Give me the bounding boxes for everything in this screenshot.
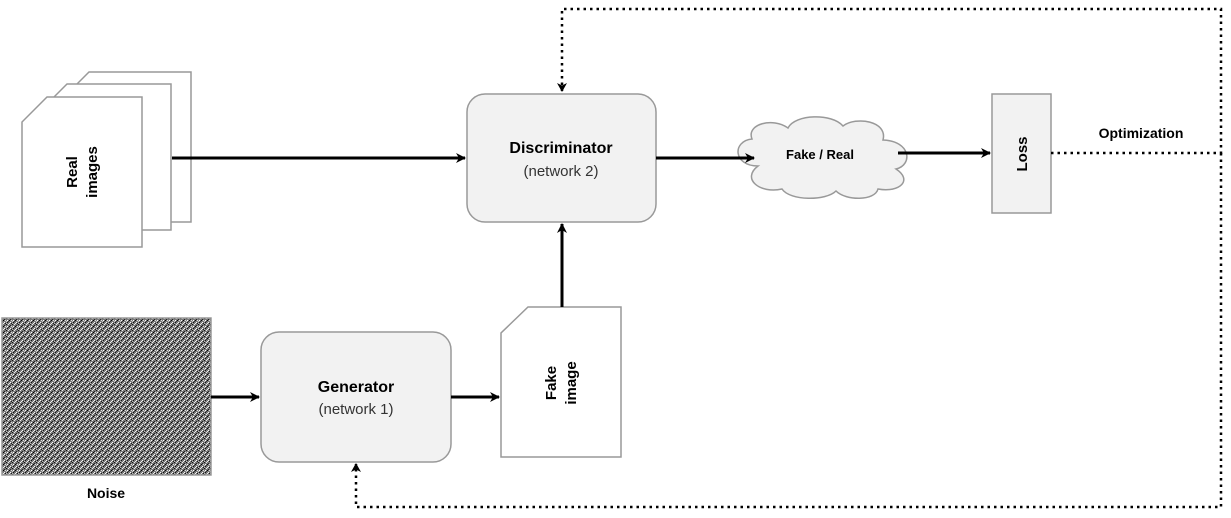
optimization-feedback-to-discriminator (557, 7, 1223, 155)
generator-box (260, 331, 452, 463)
discriminator-title: Discriminator (509, 140, 612, 157)
fake-image-label-line1: Fake (543, 366, 560, 400)
fake-image-label-line2: image (563, 361, 580, 404)
loss-label: Loss (1014, 136, 1031, 171)
fake-image-sheet (500, 306, 622, 458)
fake-real-label: Fake / Real (786, 147, 854, 162)
fake-real-cloud-shape (737, 116, 908, 199)
generator-node: Generator (network 1) (260, 331, 452, 463)
fake-real-cloud-node: Fake / Real (737, 116, 908, 199)
generator-subtitle: (network 1) (318, 401, 393, 418)
optimization-label: Optimization (1099, 125, 1184, 141)
discriminator-box (466, 93, 657, 223)
optimization-feedback-to-generator (351, 153, 1223, 509)
real-images-label-line1: Real (64, 156, 81, 188)
real-images-node: Real images (21, 71, 192, 248)
loss-node: Loss (991, 93, 1052, 214)
discriminator-node: Discriminator (network 2) (466, 93, 657, 223)
noise-node: Noise (1, 317, 212, 501)
noise-label: Noise (87, 485, 125, 501)
discriminator-subtitle: (network 2) (523, 163, 598, 180)
loss-box (991, 93, 1052, 214)
noise-image (1, 317, 212, 476)
fake-image-node: Fake image (500, 306, 622, 458)
real-images-label-line2: images (84, 146, 101, 198)
generator-title: Generator (318, 379, 394, 396)
real-images-sheet-front (21, 96, 143, 248)
